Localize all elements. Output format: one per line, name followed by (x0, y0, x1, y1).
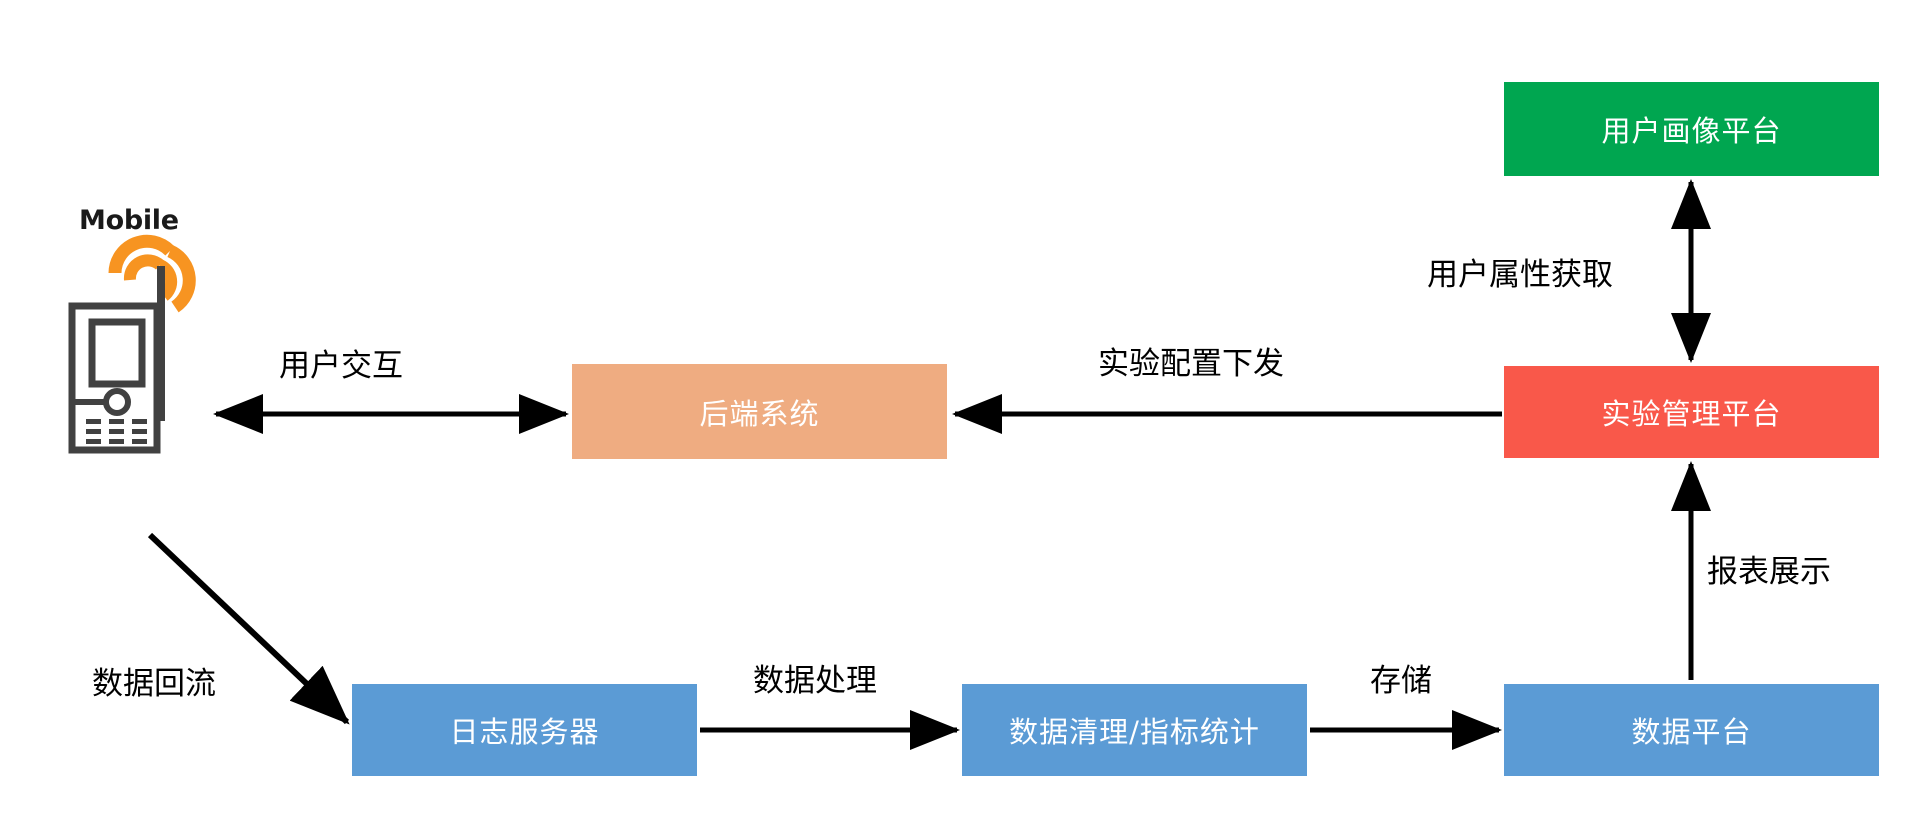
node-user-profile-platform[interactable]: 用户画像平台 (1504, 82, 1879, 176)
node-data-platform[interactable]: 数据平台 (1504, 684, 1879, 776)
arrow-data-backflow (147, 532, 350, 725)
edge-label-data-backflow: 数据回流 (92, 666, 216, 702)
node-experiment-management-platform[interactable]: 实验管理平台 (1504, 366, 1879, 458)
phone-keypad (86, 419, 147, 444)
node-data-cleaning-metrics[interactable]: 数据清理/指标统计 (962, 684, 1307, 776)
node-label: 用户画像平台 (1601, 114, 1782, 148)
phone-antenna (157, 266, 165, 421)
phone-nav-button (103, 388, 131, 416)
phone-body (68, 302, 161, 454)
node-label: 数据平台 (1631, 715, 1752, 749)
node-label: 后端系统 (699, 396, 820, 431)
wifi-signal-icon (108, 234, 196, 313)
edge-label-user-attribute: 用户属性获取 (1427, 257, 1613, 293)
mobile-phone-icon (68, 234, 196, 454)
node-log-server[interactable]: 日志服务器 (352, 684, 697, 776)
edge-label-experiment-config: 实验配置下发 (1098, 346, 1284, 382)
edge-label-user-interaction: 用户交互 (279, 348, 403, 384)
edge-label-data-processing: 数据处理 (753, 663, 877, 699)
phone-screen (88, 318, 146, 388)
node-backend-system[interactable]: 后端系统 (572, 364, 947, 459)
node-label: 实验管理平台 (1601, 397, 1782, 431)
node-label: 日志服务器 (449, 715, 600, 749)
mobile-label: Mobile (79, 205, 179, 236)
edge-label-report-display: 报表展示 (1707, 554, 1831, 590)
node-label: 数据清理/指标统计 (1009, 715, 1260, 749)
edge-label-storage: 存储 (1370, 663, 1432, 699)
